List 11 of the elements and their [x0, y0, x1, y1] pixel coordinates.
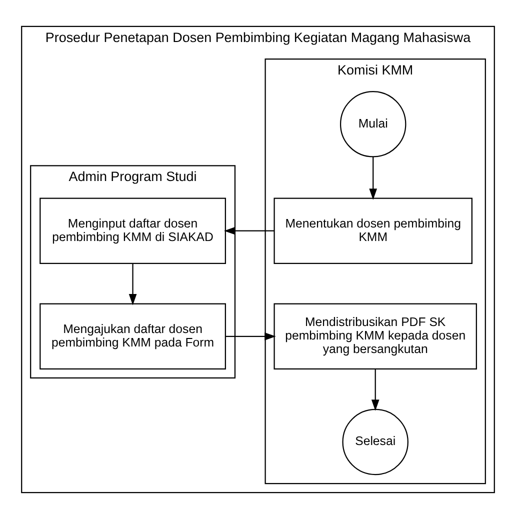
node-box: Menginput daftar dosen pembimbing KMM di SIAKAD [40, 198, 226, 264]
arrow [369, 156, 378, 200]
node-box: Mengajukan daftar dosen pembimbing KMM pada Form [40, 303, 226, 370]
arrow [226, 332, 276, 340]
arrow [224, 226, 274, 235]
node-circle: Selesai [342, 408, 408, 476]
node-circle: Mulai [340, 91, 406, 158]
arrow [371, 369, 380, 411]
node-box: Mendistribusikan PDF SK pembimbing KMM kepada dosen yang bersangkutan [274, 303, 477, 370]
arrow [128, 264, 137, 306]
node-box: Menentukan dosen pembimbing KMM [274, 198, 472, 264]
